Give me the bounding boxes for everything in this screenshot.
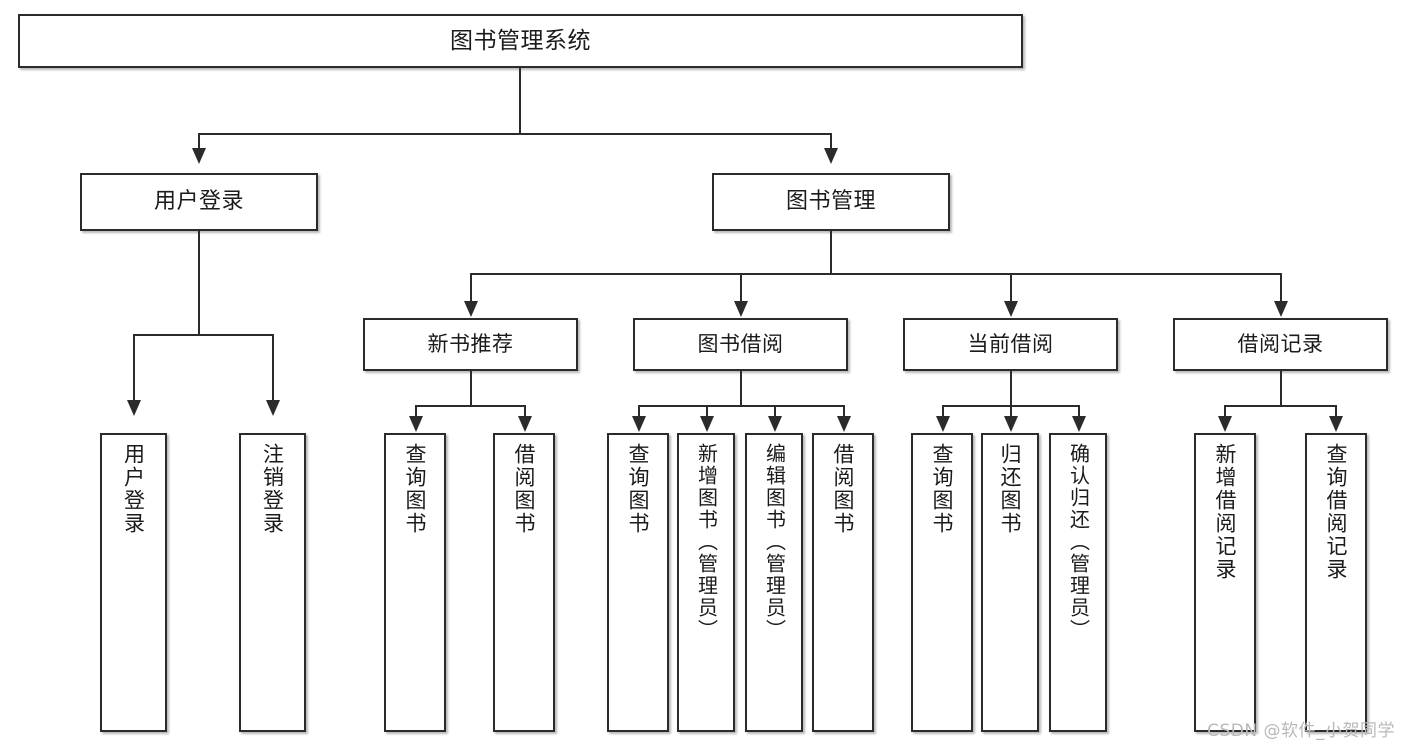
node-book-borrow-label: 图书借阅 [697, 332, 784, 357]
arrow-current-borrow-leaf-1 [936, 416, 950, 432]
arrow-book-borrow-leaf-1 [632, 416, 646, 432]
connector-book-borrow-branch-4 [843, 405, 845, 418]
arrow-new-book-rec-leaf-2 [518, 416, 532, 432]
connector-root-bus [198, 133, 831, 135]
arrow-book-manage-to-book-borrow [734, 301, 748, 317]
node-leaf-user-logout[interactable]: 注销登录 [239, 433, 306, 732]
connector-book-manage-branch-4 [1280, 273, 1282, 303]
node-leaf-query-book-1[interactable]: 查询图书 [384, 433, 446, 732]
csdn-watermark: CSDN @软件_小贺同学 [1207, 721, 1395, 741]
node-leaf-edit-book[interactable]: 编辑图书（管理员） [745, 433, 803, 732]
node-leaf-query-book-3[interactable]: 查询图书 [911, 433, 973, 732]
arrow-book-manage-to-borrow-record [1274, 301, 1288, 317]
connector-user-login-branch-1 [133, 334, 135, 402]
node-leaf-query-record[interactable]: 查询借阅记录 [1305, 433, 1367, 732]
connector-book-borrow-stem [740, 371, 742, 406]
connector-root-stem [519, 68, 521, 134]
connector-root-to-book-manage [830, 133, 832, 150]
node-leaf-add-book-label: 新增图书（管理员） [694, 443, 719, 641]
connector-book-manage-branch-3 [1010, 273, 1012, 303]
node-book-manage-label: 图书管理 [785, 189, 876, 215]
arrow-new-book-rec-leaf-1 [409, 416, 423, 432]
node-new-book-rec[interactable]: 新书推荐 [363, 318, 578, 371]
connector-borrow-record-bus [1224, 405, 1337, 407]
arrow-user-login-leaf-2 [266, 400, 280, 416]
arrow-book-borrow-leaf-2 [700, 416, 714, 432]
node-leaf-query-record-label: 查询借阅记录 [1324, 443, 1349, 581]
connector-book-borrow-branch-2 [706, 405, 708, 418]
node-leaf-borrow-book-2[interactable]: 借阅图书 [812, 433, 874, 732]
connector-borrow-record-stem [1280, 371, 1282, 406]
node-leaf-add-record-label: 新增借阅记录 [1213, 443, 1238, 581]
node-new-book-rec-label: 新书推荐 [427, 332, 514, 357]
arrow-current-borrow-leaf-2 [1004, 416, 1018, 432]
connector-root-to-user-login [198, 133, 200, 150]
node-current-borrow-label: 当前借阅 [967, 332, 1054, 357]
node-leaf-edit-book-label: 编辑图书（管理员） [762, 443, 787, 641]
connector-book-borrow-bus [638, 405, 845, 407]
connector-book-manage-bus [470, 273, 1281, 275]
connector-current-borrow-branch-2 [1010, 405, 1012, 418]
connector-book-manage-branch-1 [470, 273, 472, 303]
arrow-user-login-leaf-1 [127, 400, 141, 416]
node-leaf-query-book-2[interactable]: 查询图书 [607, 433, 669, 732]
connector-new-book-rec-branch-1 [415, 405, 417, 418]
connector-book-borrow-branch-3 [774, 405, 776, 418]
connector-book-borrow-branch-1 [638, 405, 640, 418]
node-current-borrow[interactable]: 当前借阅 [903, 318, 1118, 371]
node-leaf-query-book-3-label: 查询图书 [930, 443, 955, 535]
node-leaf-user-login[interactable]: 用户登录 [100, 433, 167, 732]
arrow-borrow-record-leaf-2 [1329, 416, 1343, 432]
node-leaf-add-record[interactable]: 新增借阅记录 [1194, 433, 1256, 732]
connector-new-book-rec-stem [470, 371, 472, 406]
node-leaf-return-book-label: 归还图书 [998, 443, 1023, 535]
node-user-login[interactable]: 用户登录 [80, 173, 318, 231]
node-leaf-confirm-return-label: 确认归还（管理员） [1066, 443, 1091, 641]
connector-borrow-record-branch-2 [1335, 405, 1337, 418]
node-leaf-return-book[interactable]: 归还图书 [981, 433, 1039, 732]
connector-current-borrow-branch-1 [942, 405, 944, 418]
node-borrow-record-label: 借阅记录 [1237, 332, 1324, 357]
node-leaf-user-logout-label: 注销登录 [260, 443, 285, 535]
connector-user-login-stem [198, 231, 200, 335]
connector-current-borrow-branch-3 [1078, 405, 1080, 418]
node-user-login-label: 用户登录 [153, 189, 244, 215]
connector-book-manage-branch-2 [740, 273, 742, 303]
connector-new-book-rec-bus [415, 405, 526, 407]
node-leaf-borrow-book-1-label: 借阅图书 [512, 443, 537, 535]
node-root-label: 图书管理系统 [450, 27, 591, 54]
connector-borrow-record-branch-1 [1224, 405, 1226, 418]
node-book-manage[interactable]: 图书管理 [712, 173, 950, 231]
arrow-book-borrow-leaf-4 [837, 416, 851, 432]
arrow-book-borrow-leaf-3 [768, 416, 782, 432]
arrow-root-to-book-manage [824, 148, 838, 164]
connector-user-login-bus [133, 334, 274, 336]
node-leaf-user-login-label: 用户登录 [121, 443, 146, 535]
node-book-borrow[interactable]: 图书借阅 [633, 318, 848, 371]
node-leaf-borrow-book-2-label: 借阅图书 [831, 443, 856, 535]
node-leaf-query-book-2-label: 查询图书 [626, 443, 651, 535]
node-leaf-add-book[interactable]: 新增图书（管理员） [677, 433, 735, 732]
node-leaf-query-book-1-label: 查询图书 [403, 443, 428, 535]
arrow-current-borrow-leaf-3 [1072, 416, 1086, 432]
arrow-root-to-user-login [192, 148, 206, 164]
node-borrow-record[interactable]: 借阅记录 [1173, 318, 1388, 371]
connector-current-borrow-stem [1010, 371, 1012, 406]
node-leaf-borrow-book-1[interactable]: 借阅图书 [493, 433, 555, 732]
node-leaf-confirm-return[interactable]: 确认归还（管理员） [1049, 433, 1107, 732]
connector-new-book-rec-branch-2 [524, 405, 526, 418]
connector-book-manage-stem [830, 231, 832, 274]
node-root[interactable]: 图书管理系统 [18, 14, 1023, 68]
arrow-book-manage-to-new-book-rec [464, 301, 478, 317]
arrow-book-manage-to-current-borrow [1004, 301, 1018, 317]
arrow-borrow-record-leaf-1 [1218, 416, 1232, 432]
connector-user-login-branch-2 [272, 334, 274, 402]
